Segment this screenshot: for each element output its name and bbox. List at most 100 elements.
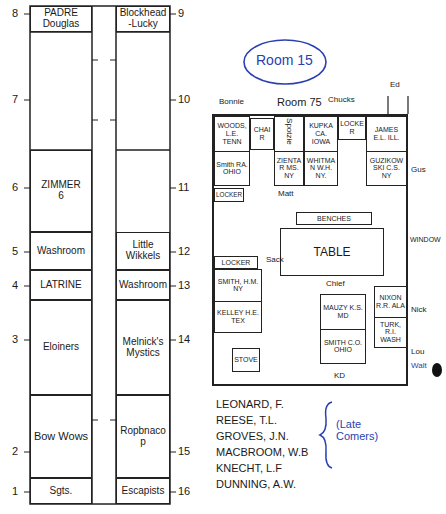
door-tick: [92, 60, 116, 420]
door-tick: [24, 14, 176, 492]
node-text: Escapists: [117, 486, 169, 497]
room-box: CHAIR: [250, 118, 274, 150]
note-label: WINDOW: [410, 236, 441, 244]
bunk-half: Smith RA. OHIO: [215, 151, 249, 186]
bunk-half: NIXON R.R. ALA: [375, 287, 406, 317]
node-text: ZIENTAR MS. NY: [275, 157, 303, 180]
room-outline: Room 75WOODS, L.E. TENNSmith RA. OHIOCHA…: [212, 114, 408, 386]
bunk-half: KELLEY H.E. TEX: [215, 301, 261, 333]
room-box: LOCKER: [214, 188, 244, 202]
room-box: ZIMMER6: [30, 150, 92, 232]
room-wall: [30, 32, 170, 150]
node-text: CHAIR: [251, 126, 273, 141]
note-label: REESE, T.L.: [216, 414, 277, 426]
room-box: STOVE: [232, 348, 260, 372]
wall-stub: [388, 96, 408, 114]
ink-blot: [432, 363, 442, 377]
bunk-half: SMITH, H.M. NY: [215, 270, 261, 301]
node-text: TURK, R.I. WASH: [375, 321, 406, 344]
node-text: SMITH, H.M. NY: [215, 278, 261, 293]
note-label: Matt: [278, 190, 294, 199]
node-text: Eloiners: [31, 342, 91, 353]
note-label: DUNNING, A.W.: [216, 478, 296, 490]
note-label: Lou: [411, 348, 424, 357]
room-box: SMITH, H.M. NY KELLEY H.E. TEX: [214, 269, 262, 333]
node-text: TABLE: [281, 246, 383, 259]
room-box: MAUZY K.S. MDSMITH C.O. OHIO: [320, 294, 366, 364]
callout-number: 8: [12, 7, 18, 19]
node-text: WHITMAN W.H. NY.: [305, 157, 337, 180]
room-box: WOODS, L.E. TENN Smith RA. OHIO: [214, 116, 250, 186]
callout-number: 16: [178, 485, 190, 497]
room-box: Ropbnacop: [116, 395, 170, 478]
bunk-half: ZIENTAR MS. NY: [275, 151, 303, 186]
room-box: Washroom: [30, 232, 92, 270]
note-label: Walt: [411, 362, 427, 371]
callout-number: 11: [178, 181, 189, 193]
bunk-half: WHITMAN W.H. NY.: [305, 151, 337, 186]
bunk-half: JAMES E.L. ILL.: [367, 117, 406, 151]
callout-number: 2: [12, 445, 18, 457]
node-text: SMITH C.O. OHIO: [321, 339, 365, 354]
note-label: Chucks: [328, 96, 355, 105]
callout-number: 15: [178, 445, 190, 457]
room-box: LOCKER: [338, 116, 366, 140]
room-box: KUPKA CA. IOWA WHITMAN W.H. NY.: [304, 116, 338, 186]
note-label: LEONARD, F.: [216, 398, 284, 410]
node-text: Smith RA. OHIO: [215, 161, 249, 176]
node-text: Blockhead-Lucky: [117, 8, 169, 30]
circle-mark: [244, 40, 326, 84]
node-text: Little Wikkels: [117, 240, 169, 262]
note-label: KD: [334, 372, 345, 381]
node-text: Melnick's Mystics: [117, 337, 169, 359]
room-box: Eloiners: [30, 300, 92, 395]
note-label: Nick: [411, 306, 427, 315]
callout-number: 1: [12, 485, 18, 497]
node-text: Ropbnacop: [117, 426, 169, 448]
callout-number: 14: [178, 333, 190, 345]
bunk-half: WOODS, L.E. TENN: [215, 117, 249, 151]
node-text: Washroom: [31, 246, 91, 257]
bunk-half: GUZIKOWSKI C.S. NY: [367, 151, 406, 186]
node-text: LOCKER: [215, 259, 257, 267]
room-box: Blockhead-Lucky: [116, 6, 170, 32]
callout-number: 10: [178, 93, 190, 105]
note-label: Bonnie: [219, 98, 244, 107]
room-box: Escapists: [116, 478, 170, 504]
room-box: TABLE: [280, 228, 384, 276]
bracket: [320, 402, 332, 468]
node-text: JAMES E.L. ILL.: [367, 126, 406, 141]
node-text: LOCKER: [215, 192, 243, 199]
barracks-outline: [30, 6, 170, 504]
node-text: GUZIKOWSKI C.S. NY: [367, 157, 406, 180]
callout-number: 6: [12, 181, 18, 193]
node-text: WOODS, L.E. TENN: [215, 122, 249, 145]
room-box: LATRINE: [30, 270, 92, 300]
room-box: JAMES E.L. ILL. GUZIKOWSKI C.S. NY: [366, 116, 407, 186]
room-box: PADRE Douglas: [30, 6, 92, 32]
room-box: BENCHES: [296, 212, 372, 225]
note-label: GROVES, J.N.: [216, 430, 289, 442]
note-label: Spotzie: [284, 118, 293, 145]
callout-number: 7: [12, 93, 18, 105]
note-label: MACBROOM, W.B: [216, 446, 308, 458]
note-label: KNECHT, L.F: [216, 462, 282, 474]
note-label: Gus: [411, 166, 426, 175]
node-text: LATRINE: [31, 280, 91, 291]
callout-number: 4: [12, 279, 18, 291]
node-text: Bow Wows: [31, 431, 91, 443]
node-text: Sgts.: [31, 486, 91, 497]
node-text: KELLEY H.E. TEX: [215, 309, 261, 324]
node-text: STOVE: [233, 356, 259, 364]
node-text: 6: [31, 191, 91, 202]
bunk-half: KUPKA CA. IOWA: [305, 117, 337, 151]
note-label: Chief: [326, 280, 345, 289]
room-box: Little Wikkels: [116, 232, 170, 270]
bunk-half: TURK, R.I. WASH: [375, 317, 406, 348]
node-text: NIXON R.R. ALA: [375, 294, 406, 309]
room-box: Sgts.: [30, 478, 92, 504]
callout-number: 9: [178, 7, 184, 19]
bunk-half: SMITH C.O. OHIO: [321, 329, 365, 364]
callout-number: 3: [12, 333, 18, 345]
callout-number: 12: [178, 245, 190, 257]
